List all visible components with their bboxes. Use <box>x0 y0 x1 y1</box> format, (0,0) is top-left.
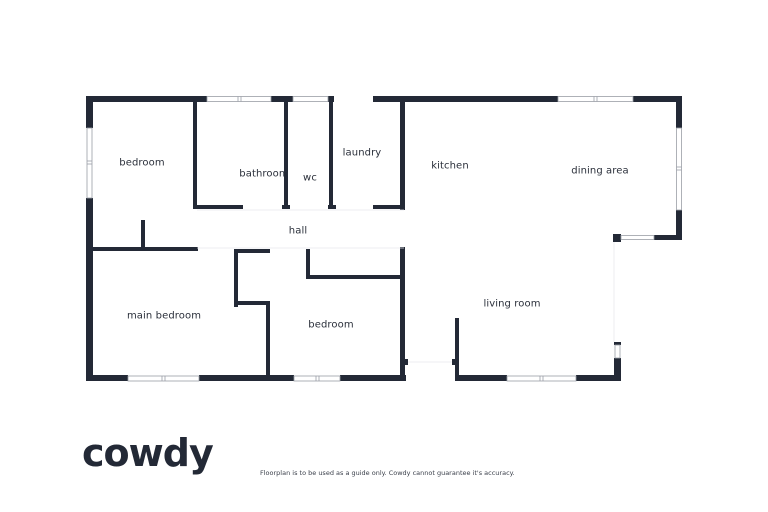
room-label-kitchen: kitchen <box>431 160 469 172</box>
room-label-living-room: living room <box>483 298 541 310</box>
room-label-bedroom-1: bedroom <box>119 157 165 169</box>
walls <box>86 96 682 381</box>
disclaimer-text: Floorplan is to be used as a guide only.… <box>260 469 515 477</box>
room-label-bathroom: bathroom <box>239 168 289 180</box>
room-label-laundry: laundry <box>342 147 382 159</box>
room-label-dining-area: dining area <box>571 165 629 177</box>
room-label-main-bedroom: main bedroom <box>126 310 202 322</box>
windows <box>86 96 682 382</box>
room-label-bedroom-2: bedroom <box>308 319 354 331</box>
openings <box>197 209 615 363</box>
room-label-hall: hall <box>288 225 308 237</box>
cowdy-logo: cowdy <box>82 431 214 475</box>
room-label-wc: wc <box>303 172 317 184</box>
